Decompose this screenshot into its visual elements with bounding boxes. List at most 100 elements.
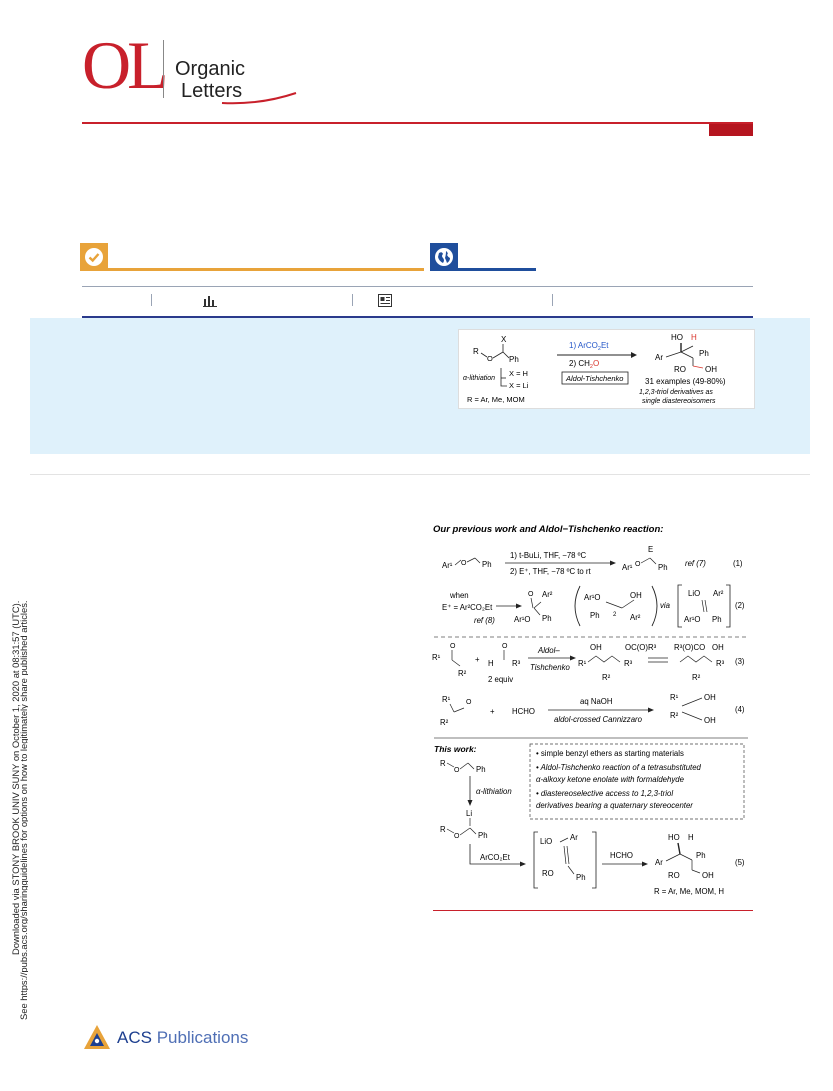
this-work-bullet-1: • simple benzyl ethers as starting mater… — [536, 749, 684, 758]
tw-o1: O — [454, 767, 460, 774]
tw-ar: Ar — [570, 833, 578, 842]
svg-text:O: O — [502, 643, 508, 650]
eq2-via: via — [660, 601, 671, 610]
tw-reagent: ArCO₂Et — [480, 853, 511, 862]
toc-r-label: R — [473, 347, 479, 356]
article-icon[interactable] — [378, 294, 392, 307]
tw-lio: LiO — [540, 837, 552, 846]
toc-r-groups: R = Ar, Me, MOM — [467, 395, 525, 404]
header-tab — [709, 124, 753, 136]
eq1-ph: Ph — [482, 560, 492, 569]
eq3-ester-oh: OH — [712, 643, 724, 652]
eq3-ester-r3: R³ — [716, 659, 725, 668]
eq4-prod-r2: R² — [670, 711, 679, 720]
eq2-lio-ph: Ph — [712, 615, 722, 624]
eq2-ar2: Ar² — [542, 590, 553, 599]
eq3-r3: R³ — [512, 659, 521, 668]
eq1-reagent1: 1) t-BuLi, THF, −78 ºC — [510, 551, 587, 560]
scheme-title: Our previous work and Aldol−Tishchenko r… — [433, 524, 663, 535]
toc-ho-label: HO — [671, 333, 683, 342]
watermark-line1: Downloaded via STONY BROOK UNIV SUNY on … — [12, 601, 21, 955]
tw-o2: O — [454, 833, 460, 840]
eq2-oh: OH — [630, 591, 642, 600]
eq3-prod-r3: R³ — [624, 659, 633, 668]
svg-text:2) CH2O: 2) CH2O — [569, 359, 599, 370]
tw-r1: R — [440, 759, 446, 768]
toc-step1-sub: 2 — [598, 346, 601, 352]
metrics-bar-top-rule — [82, 286, 753, 287]
toc-triol-line2: single diastereoisomers — [642, 398, 716, 405]
eq2-paren-ar1o: Ar¹O — [584, 593, 600, 602]
tw-lithiation: α-lithiation — [476, 787, 512, 796]
eq2-two: 2 — [613, 612, 617, 618]
eq3-oh: OH — [590, 643, 602, 652]
tw-r2: R — [440, 825, 446, 834]
eq3-ester-r2: R² — [692, 673, 701, 682]
logo-divider — [163, 40, 164, 98]
this-work-bullet-5: derivatives bearing a quaternary stereoc… — [536, 801, 693, 810]
tw-hcho: HCHO — [610, 851, 633, 860]
eq4-r1: R¹ — [442, 695, 451, 704]
eq4-prod-r1: R¹ — [670, 693, 679, 702]
tw-prod-ph: Ph — [696, 851, 706, 860]
publisher-light: Publications — [156, 1028, 249, 1047]
header-rule — [82, 122, 753, 124]
svg-text:O: O — [461, 560, 467, 567]
eq2-condition: E⁺ = Ar²CO₂Et — [442, 603, 493, 612]
watermark-line2: See https://pubs.acs.org/sharingguidelin… — [18, 600, 28, 1020]
eq2-when: when — [449, 591, 469, 600]
toc-x-label: X — [501, 335, 507, 344]
eq1-ref: ref (7) — [685, 559, 706, 568]
eq2-ph: Ph — [542, 614, 552, 623]
eq4-cond1: aq NaOH — [580, 697, 613, 706]
metrics-separator — [352, 294, 353, 306]
eq4-cond2: aldol-crossed Cannizzaro — [554, 715, 643, 724]
toc-x-li: X = Li — [509, 381, 529, 390]
badge-underline — [108, 268, 424, 271]
svg-text:O: O — [450, 643, 456, 650]
toc-step2-tail: O — [593, 359, 599, 368]
eq3-equiv: 2 equiv — [488, 675, 513, 684]
eq3-oc: OC(O)R³ — [625, 643, 657, 652]
toc-triol-line1: 1,2,3-triol derivatives as — [639, 389, 713, 396]
download-watermark: Downloaded via STONY BROOK UNIV SUNY on … — [12, 600, 28, 1020]
reaction-scheme: Our previous work and Aldol−Tishchenko r… — [432, 524, 748, 896]
journal-logo-letters: OL — [82, 27, 169, 103]
eq3-prod-r2: R² — [602, 673, 611, 682]
journal-name-line2: Letters — [181, 80, 243, 102]
eq4-oh2: OH — [704, 716, 716, 725]
this-work-bullet-2: • Aldol-Tishchenko reaction of a tetrasu… — [536, 763, 702, 772]
eq4-number: (4) — [735, 705, 745, 714]
globe-icon — [430, 243, 458, 271]
this-work-title: This work: — [434, 744, 477, 754]
metrics-separator — [151, 294, 152, 306]
eq2-number: (2) — [735, 601, 745, 610]
bar-chart-icon[interactable] — [203, 294, 217, 307]
eq2-paren-ph: Ph — [590, 611, 600, 620]
toc-o-label: O — [487, 354, 493, 363]
tw-ph2: Ph — [478, 831, 488, 840]
eq3-r2: R² — [458, 669, 467, 678]
eq4-plus: + — [490, 707, 495, 716]
eq4-r2: R² — [440, 718, 449, 727]
svg-text:+: + — [475, 655, 480, 664]
eq1-ar1: Ar¹ — [442, 561, 453, 570]
eq3-cond1: Aldol– — [537, 646, 560, 655]
eq3-prod-r1: R¹ — [578, 659, 587, 668]
eq2-paren-ar2: Ar² — [630, 613, 641, 622]
eq3-number: (3) — [735, 657, 745, 666]
publisher-logo-text: ACS Publications — [117, 1028, 248, 1048]
toc-examples: 31 examples (49-80%) — [645, 377, 726, 386]
check-circle-icon — [80, 243, 108, 271]
eq4-hcho: HCHO — [512, 707, 535, 716]
tw-ro: RO — [542, 869, 554, 878]
eq4-oh1: OH — [704, 693, 716, 702]
toc-step2: 2) CH — [569, 359, 590, 368]
eq1-reagent2: 2) E⁺, THF, −78 ºC to rt — [510, 567, 592, 576]
svg-text:O: O — [635, 561, 641, 568]
svg-text:O: O — [528, 591, 534, 598]
journal-name-line1: Organic — [175, 58, 246, 80]
eq1-product-ar1: Ar¹ — [622, 563, 633, 572]
badge-underline — [458, 268, 536, 271]
eq2-lio-ar1o: Ar¹O — [684, 615, 700, 624]
